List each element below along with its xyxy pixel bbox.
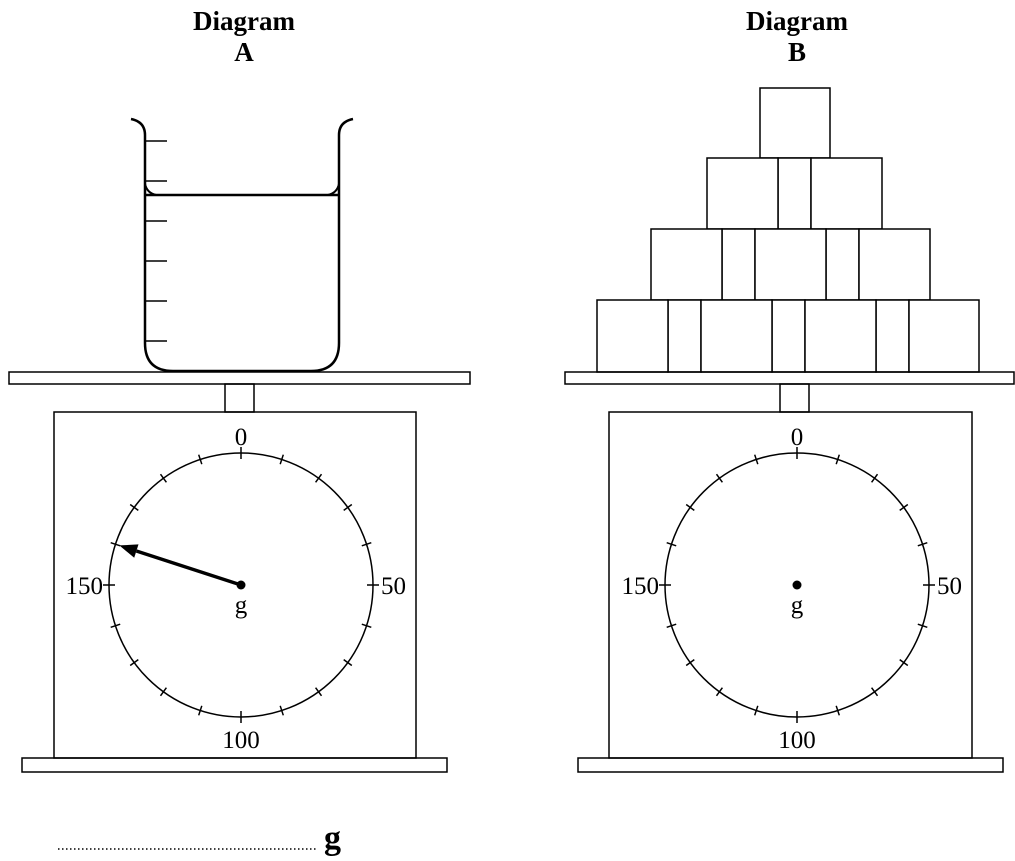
cube-row4-1 bbox=[596, 299, 669, 373]
diagram-a: Diagram A bbox=[8, 6, 471, 773]
diagram-b-title-line2: B bbox=[788, 37, 806, 67]
scale-b-stem bbox=[779, 383, 810, 413]
dial-b-label-50: 50 bbox=[937, 573, 962, 600]
dial-a-tick bbox=[197, 705, 203, 716]
cube-row4-gap3 bbox=[875, 299, 910, 373]
dial-b-tick bbox=[685, 503, 695, 512]
answer-unit: g bbox=[324, 820, 341, 857]
dial-a-unit: g bbox=[235, 592, 248, 619]
dial-b-tick bbox=[835, 705, 841, 716]
dial-a-tick bbox=[279, 705, 285, 716]
answer-area: g bbox=[58, 820, 341, 857]
dial-a-label-100: 100 bbox=[222, 727, 260, 754]
dial-a-tick bbox=[129, 503, 139, 512]
dial-a-tick bbox=[110, 623, 121, 629]
dial-b-tick bbox=[899, 658, 909, 667]
dial-b-tick bbox=[917, 623, 928, 629]
dial-a-tick bbox=[314, 687, 323, 697]
cube-row3-right bbox=[858, 228, 931, 301]
dial-b-tick bbox=[753, 454, 759, 465]
cube-row3-gap1 bbox=[721, 228, 756, 301]
dial-a-tick bbox=[129, 658, 139, 667]
dial-a-tick bbox=[279, 454, 285, 465]
dial-a-tick bbox=[343, 503, 353, 512]
cube-row4-3 bbox=[804, 299, 877, 373]
dial-b-tick bbox=[666, 623, 677, 629]
dial-a-tick bbox=[159, 687, 168, 697]
meniscus-right bbox=[327, 183, 340, 196]
cube-row2-left bbox=[706, 157, 779, 230]
cube-row4-4 bbox=[908, 299, 980, 373]
dial-b-label-100: 100 bbox=[778, 727, 816, 754]
dial-b-tick bbox=[666, 541, 677, 547]
diagram-a-title-line2: A bbox=[234, 37, 254, 67]
beaker-outline bbox=[130, 117, 354, 373]
scale-b-base bbox=[577, 757, 1004, 773]
dial-b-unit: g bbox=[791, 592, 804, 619]
dial-a-tick bbox=[110, 541, 121, 547]
dial-a-tick bbox=[343, 658, 353, 667]
cube-row4-gap2 bbox=[771, 299, 806, 373]
dial-b-label-0: 0 bbox=[791, 424, 804, 451]
dial-b-tick bbox=[870, 687, 879, 697]
scale-a-pan bbox=[8, 371, 471, 385]
dial-b-ticks bbox=[659, 447, 935, 723]
cube-row2-gap bbox=[777, 157, 812, 230]
dial-a-label-0: 0 bbox=[235, 424, 248, 451]
scale-a-stem bbox=[224, 383, 255, 413]
cube-row3-left bbox=[650, 228, 723, 301]
scale-b-pan bbox=[564, 371, 1015, 385]
dial-b-tick bbox=[899, 503, 909, 512]
dial-a-label-150: 150 bbox=[66, 573, 104, 600]
dial-b-pivot bbox=[792, 580, 802, 590]
dial-a-ticks bbox=[103, 447, 379, 723]
dial-b-tick bbox=[870, 473, 879, 483]
cube-row3-middle bbox=[754, 228, 827, 301]
dial-b-tick bbox=[917, 541, 928, 547]
dial-a-tick bbox=[361, 541, 372, 547]
dial-a-tick bbox=[197, 454, 203, 465]
diagram-b: Diagram B bbox=[564, 6, 1015, 773]
beaker bbox=[130, 117, 354, 373]
cube-row4-gap1 bbox=[667, 299, 702, 373]
diagram-b-title-line1: Diagram bbox=[746, 6, 848, 36]
dial-b-tick bbox=[715, 687, 724, 697]
cube-top bbox=[759, 87, 831, 159]
scale-a-base bbox=[21, 757, 448, 773]
dial-b: 0 50 100 150 g bbox=[622, 424, 963, 754]
dial-a-label-50: 50 bbox=[381, 573, 406, 600]
dial-b-tick bbox=[685, 658, 695, 667]
meniscus-left bbox=[144, 183, 157, 196]
cube-row2-right bbox=[810, 157, 883, 230]
dial-a-tick bbox=[361, 623, 372, 629]
dial-a-needle-arrowhead bbox=[119, 544, 139, 558]
dial-a-needle bbox=[135, 549, 242, 587]
scale-b bbox=[564, 371, 1015, 773]
scale-a bbox=[8, 371, 471, 773]
dial-b-tick bbox=[835, 454, 841, 465]
diagram-a-title-line1: Diagram bbox=[193, 6, 295, 36]
cube-row4-2 bbox=[700, 299, 773, 373]
dial-a-tick bbox=[159, 473, 168, 483]
dial-b-label-150: 150 bbox=[622, 573, 660, 600]
dial-b-tick bbox=[753, 705, 759, 716]
dial-a: 0 50 100 150 g bbox=[66, 424, 407, 754]
cube-stack bbox=[596, 87, 980, 373]
dial-a-tick bbox=[314, 473, 323, 483]
beaker-graduations bbox=[145, 140, 167, 342]
dial-b-tick bbox=[715, 473, 724, 483]
cube-row3-gap2 bbox=[825, 228, 860, 301]
